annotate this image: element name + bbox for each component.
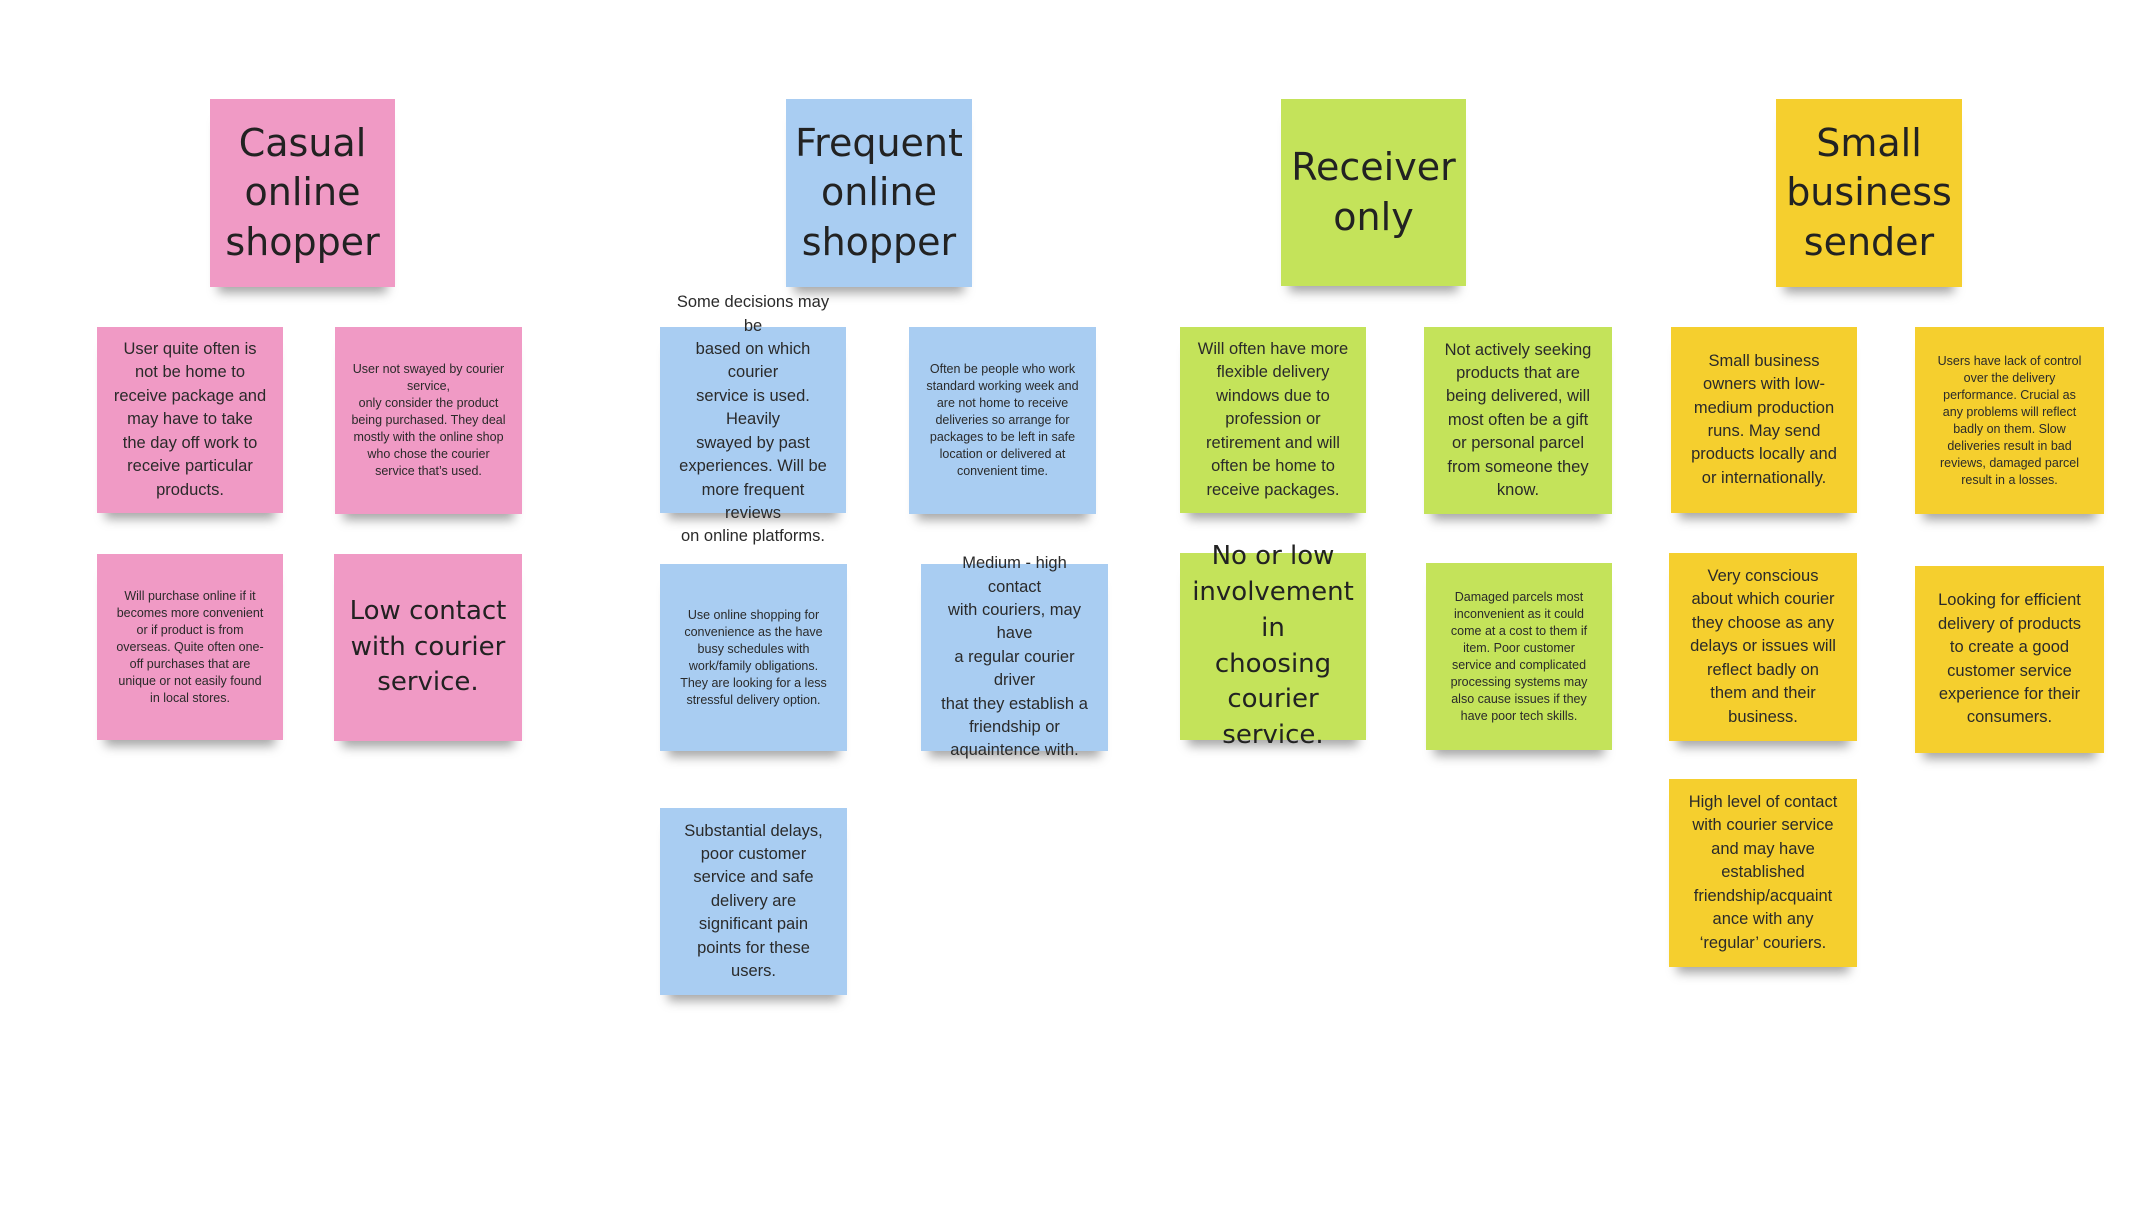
sticky-note-business-3[interactable]: Very conscious about which courier they …	[1669, 553, 1857, 741]
sticky-note-casual-4[interactable]: Low contact with courier service.	[334, 554, 522, 741]
sticky-note-business-5[interactable]: High level of contact with courier servi…	[1669, 779, 1857, 967]
sticky-note-receiver-2[interactable]: Not actively seeking products that are b…	[1424, 327, 1612, 514]
sticky-note-business-4[interactable]: Looking for efficient delivery of produc…	[1915, 566, 2104, 753]
sticky-note-casual-3[interactable]: Will purchase online if it becomes more …	[97, 554, 283, 740]
sticky-note-casual-2[interactable]: User not swayed by courier service, only…	[335, 327, 522, 514]
sticky-note-receiver-3[interactable]: No or low involvement in choosing courie…	[1180, 541, 1366, 750]
header-note-small-business-sender[interactable]: Small business sender	[1776, 99, 1962, 287]
sticky-note-frequent-4[interactable]: Medium - high contact with couriers, may…	[921, 554, 1108, 759]
header-note-receiver-only[interactable]: Receiver only	[1281, 99, 1466, 286]
sticky-note-frequent-1[interactable]: Some decisions may be based on which cou…	[660, 293, 846, 545]
sticky-note-business-1[interactable]: Small business owners with low- medium p…	[1671, 327, 1857, 513]
sticky-note-casual-1[interactable]: User quite often is not be home to recei…	[97, 327, 283, 513]
header-note-frequent-online-shopper[interactable]: Frequent online shopper	[786, 99, 972, 287]
header-note-casual-online-shopper[interactable]: Casual online shopper	[210, 99, 395, 287]
sticky-note-frequent-3[interactable]: Use online shopping for convenience as t…	[660, 564, 847, 751]
sticky-note-business-2[interactable]: Users have lack of control over the deli…	[1915, 327, 2104, 514]
sticky-note-receiver-1[interactable]: Will often have more flexible delivery w…	[1180, 327, 1366, 513]
sticky-note-receiver-4[interactable]: Damaged parcels most inconvenient as it …	[1426, 563, 1612, 750]
sticky-note-frequent-5[interactable]: Substantial delays, poor customer servic…	[660, 808, 847, 995]
sticky-note-frequent-2[interactable]: Often be people who work standard workin…	[909, 327, 1096, 514]
